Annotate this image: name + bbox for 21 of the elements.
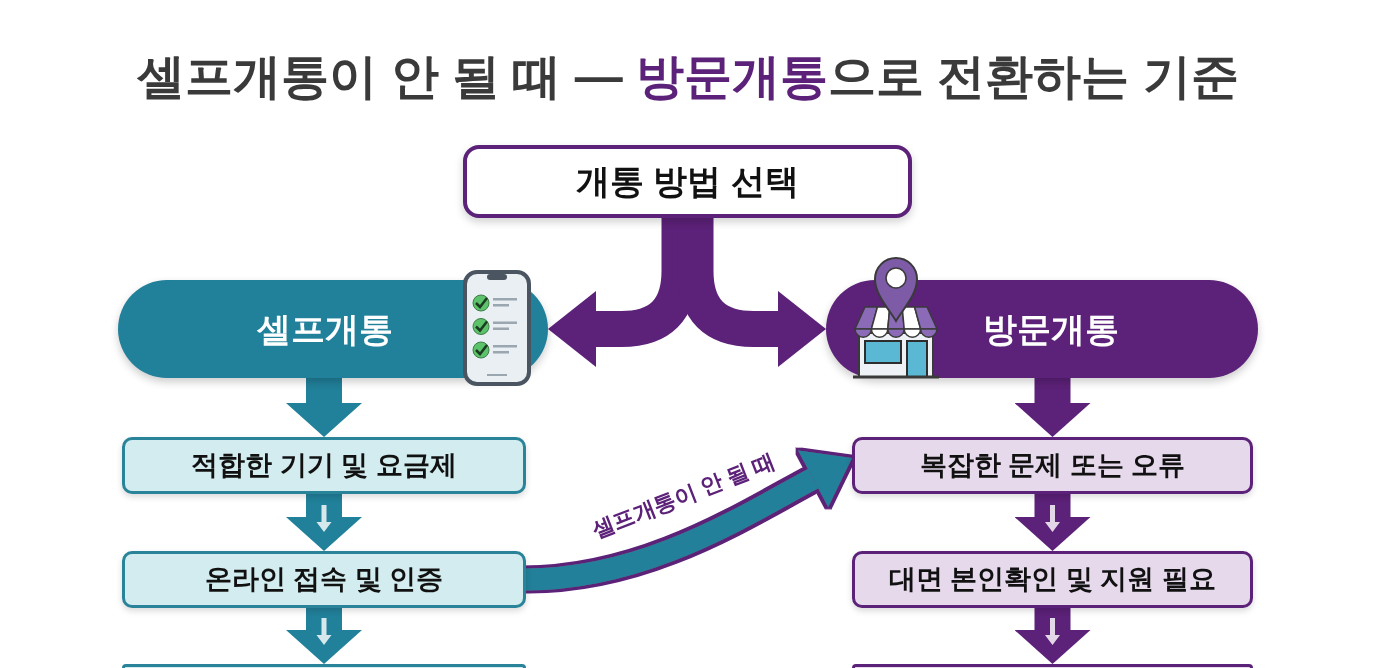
step-box — [122, 664, 526, 668]
step-box — [852, 551, 1253, 608]
step-label: 대면 본인확인 및 지원 필요 — [889, 563, 1216, 596]
title: 셀프개통이 안 될 때 — 방문개통으로 전환하는 기준 — [137, 49, 1239, 105]
arrow — [1014, 494, 1091, 551]
step-label: 복잡한 문제 또는 오류 — [919, 449, 1186, 482]
arrow — [286, 494, 362, 551]
arrow — [1014, 608, 1091, 664]
start-box — [463, 145, 912, 218]
step-label: 방문개통 — [983, 308, 1119, 350]
step-label: 개통 방법 선택 — [576, 161, 799, 202]
step-label: 셀프개통 — [257, 308, 393, 350]
step-box — [122, 437, 526, 494]
step-box — [122, 551, 526, 608]
step-box — [852, 437, 1253, 494]
arrow — [1014, 378, 1091, 437]
step-label: 적합한 기기 및 요금제 — [191, 449, 457, 482]
arrow — [286, 378, 362, 437]
step-box — [852, 664, 1253, 668]
step-label: 온라인 접속 및 인증 — [204, 563, 444, 596]
arrow — [286, 608, 362, 664]
